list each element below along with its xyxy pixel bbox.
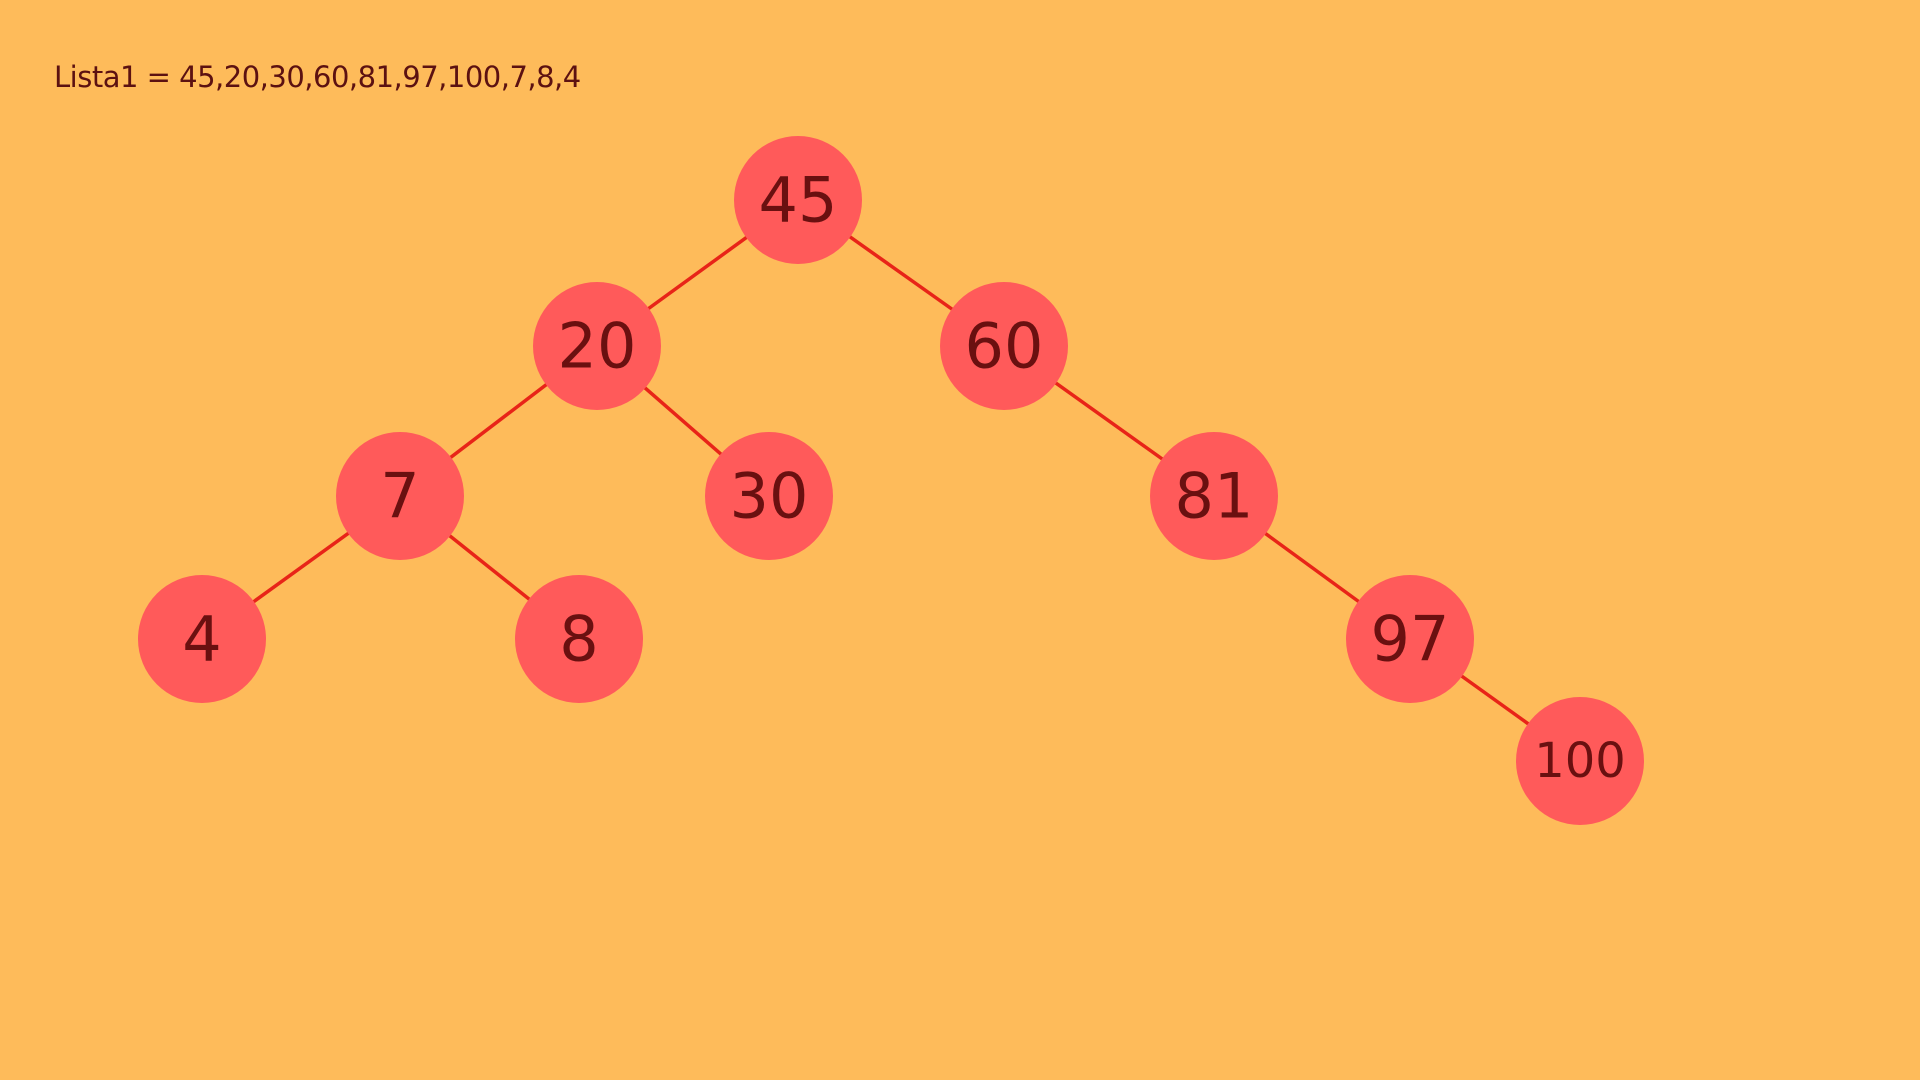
node-circle — [940, 282, 1068, 410]
node-value: 100 — [1534, 733, 1626, 789]
node-circle — [533, 282, 661, 410]
tree-node-60: 60 — [940, 282, 1068, 410]
node-value: 81 — [1175, 460, 1254, 533]
node-value: 20 — [558, 310, 637, 383]
node-circle — [1516, 697, 1644, 825]
node-value: 60 — [965, 310, 1044, 383]
node-value: 30 — [730, 460, 809, 533]
tree-node-81: 81 — [1150, 432, 1278, 560]
tree-node-8: 8 — [515, 575, 643, 703]
node-circle — [705, 432, 833, 560]
tree-node-100: 100 — [1516, 697, 1644, 825]
node-circle — [734, 136, 862, 264]
tree-node-45: 45 — [734, 136, 862, 264]
node-value: 45 — [759, 164, 838, 237]
tree-node-30: 30 — [705, 432, 833, 560]
node-value: 8 — [559, 603, 598, 676]
node-circle — [1346, 575, 1474, 703]
node-circle — [336, 432, 464, 560]
node-value: 7 — [380, 460, 419, 533]
list-label: Lista1 = 45,20,30,60,81,97,100,7,8,4 — [54, 60, 581, 94]
tree-nodes: 45 20 60 7 30 81 4 8 97 100 — [138, 136, 1644, 825]
node-value: 4 — [182, 603, 221, 676]
node-circle — [515, 575, 643, 703]
tree-node-97: 97 — [1346, 575, 1474, 703]
tree-node-4: 4 — [138, 575, 266, 703]
tree-node-7: 7 — [336, 432, 464, 560]
tree-node-20: 20 — [533, 282, 661, 410]
node-circle — [138, 575, 266, 703]
node-circle — [1150, 432, 1278, 560]
node-value: 97 — [1371, 603, 1450, 676]
